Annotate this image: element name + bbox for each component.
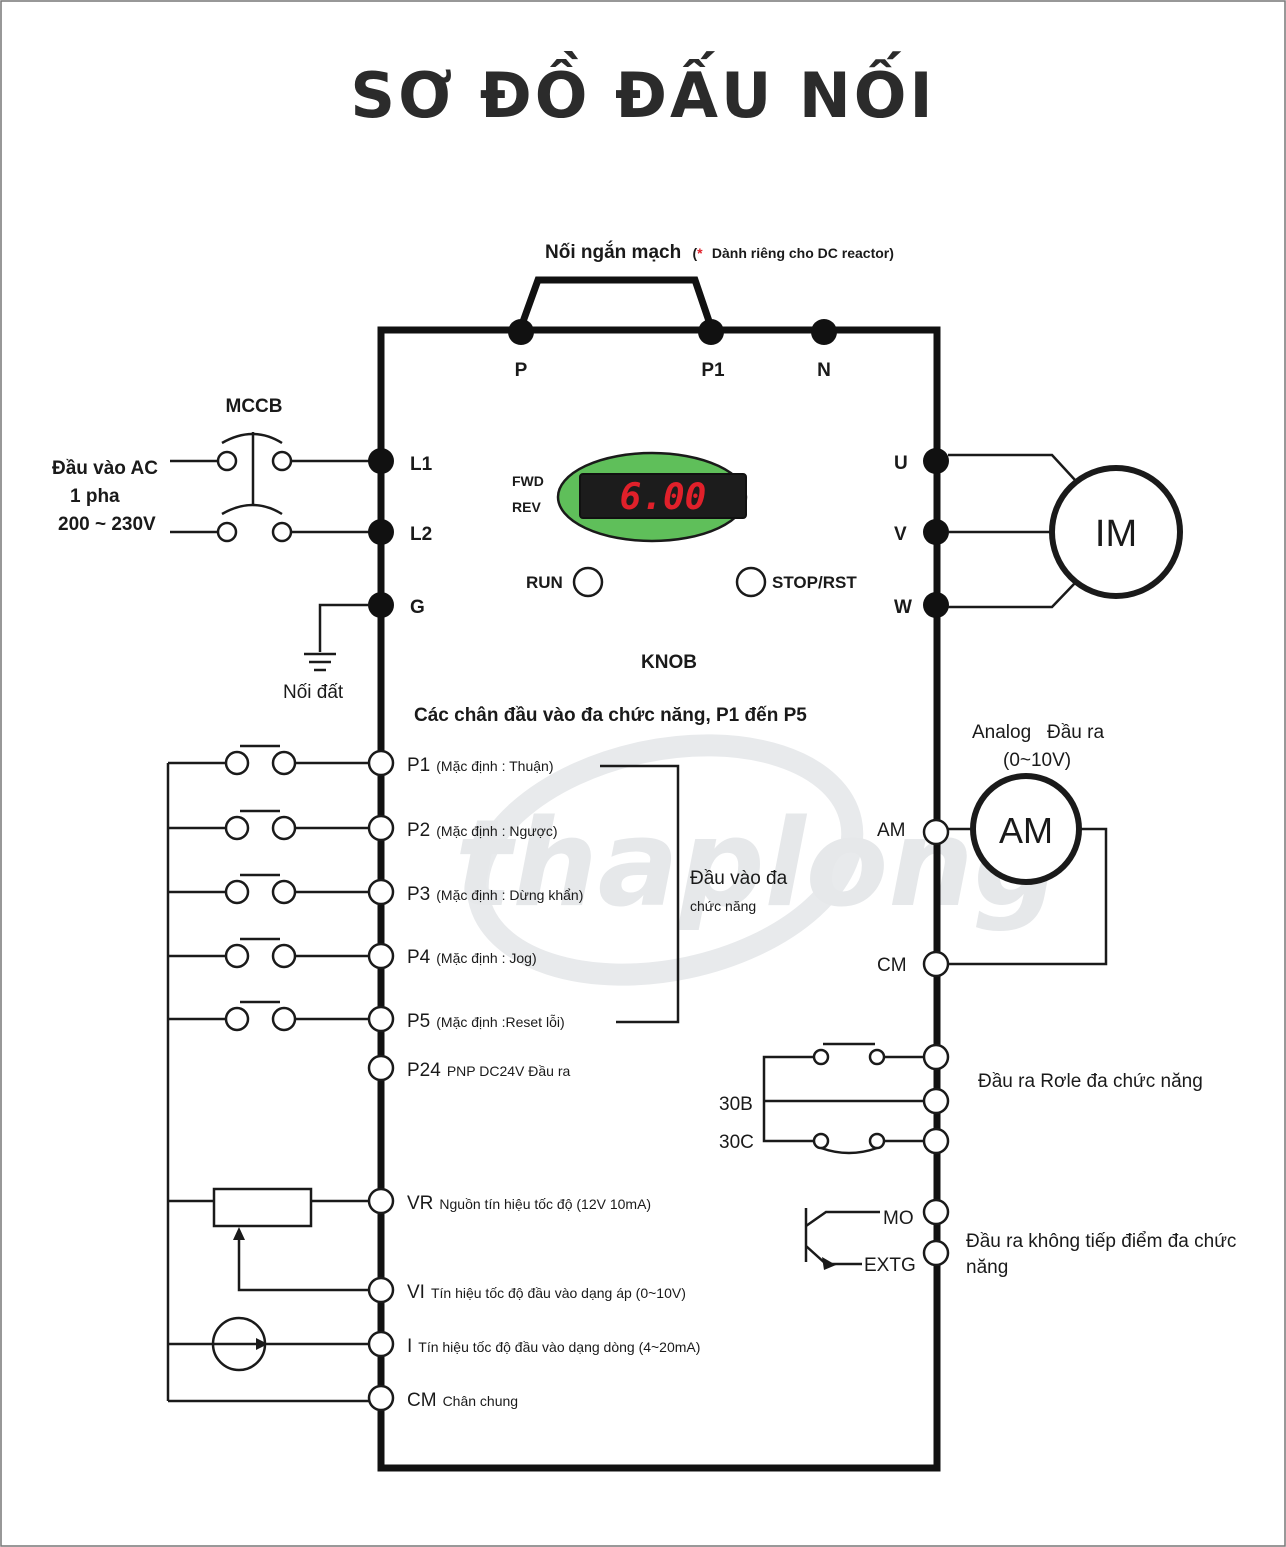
open-collector-label-1: Đầu ra không tiếp điểm đa chức <box>966 1231 1236 1252</box>
stop-label: STOP/RST <box>772 573 857 592</box>
terminal-w <box>923 592 949 618</box>
terminal-u <box>923 448 949 474</box>
brace-label-1: Đầu vào đa <box>690 868 788 889</box>
terminal-n <box>811 319 837 345</box>
input-p1-label: P1(Mặc định : Thuận) <box>407 755 554 776</box>
input-p5-label: P5(Mặc định :Reset lỗi) <box>407 1011 565 1032</box>
display-value: 6.00 <box>620 477 707 518</box>
analog-output-range: (0~10V) <box>1003 750 1071 771</box>
relay-output-label: Đầu ra Rơle đa chức năng <box>978 1071 1203 1092</box>
terminal-extg <box>922 1239 950 1267</box>
knob-label: KNOB <box>641 652 697 673</box>
am-meter: AM <box>948 773 1108 966</box>
label-n: N <box>817 360 831 381</box>
input-p3-label: P3(Mặc định : Dừng khẩn) <box>407 884 583 905</box>
multi-input-title: Các chân đầu vào đa chức năng, P1 đến P5 <box>414 705 807 726</box>
mo-label: MO <box>883 1208 914 1229</box>
input-p4-label: P4(Mặc định : Jog) <box>407 947 537 968</box>
motor-label: IM <box>1095 513 1137 555</box>
stop-reset-button[interactable] <box>735 566 767 598</box>
run-label: RUN <box>526 573 563 592</box>
page-title: SƠ ĐỒ ĐẤU NỐI <box>350 51 935 132</box>
label-p: P <box>515 360 528 381</box>
rev-label: REV <box>512 499 541 515</box>
relay-30b-label: 30B <box>719 1094 753 1115</box>
terminal-l2 <box>368 519 394 545</box>
ground-symbol <box>304 603 370 672</box>
ac-voltage-label: 200 ~ 230V <box>58 514 156 535</box>
ground-label: Nối đất <box>283 682 344 703</box>
cm-right-label: CM <box>877 955 907 976</box>
motor: IM <box>948 453 1183 609</box>
keypad-display: 6.00 FWD REV <box>512 451 748 543</box>
label-l2: L2 <box>410 524 432 545</box>
top-terminals: P P1 N <box>508 319 837 381</box>
terminal-g <box>368 592 394 618</box>
watermark: thaplong <box>455 734 1060 986</box>
short-circuit-label: Nối ngắn mạch (* Dành riêng cho DC react… <box>545 241 894 263</box>
extg-label: EXTG <box>864 1255 916 1276</box>
label-p1-top: P1 <box>701 360 725 381</box>
terminal-v <box>923 519 949 545</box>
label-w: W <box>894 597 912 618</box>
terminal-30b <box>922 1087 950 1115</box>
fwd-label: FWD <box>512 473 544 489</box>
terminal-30c <box>922 1127 950 1155</box>
potentiometer <box>168 1187 370 1292</box>
short-circuit-jumper <box>516 276 716 332</box>
watermark-text: thaplong <box>455 795 1060 934</box>
terminal-30a <box>922 1043 950 1071</box>
label-g: G <box>410 597 425 618</box>
brace-label-2: chức năng <box>690 898 756 914</box>
ac-input-label: Đầu vào AC <box>52 458 158 479</box>
am-terminal-label: AM <box>877 820 906 841</box>
open-collector-transistor <box>804 1208 880 1270</box>
mccb-label: MCCB <box>226 396 283 417</box>
terminal-cm-right <box>922 950 950 978</box>
current-source <box>168 1316 370 1403</box>
run-button[interactable] <box>572 566 604 598</box>
input-brace <box>600 764 680 1024</box>
terminal-p <box>508 319 534 345</box>
label-l1: L1 <box>410 454 433 475</box>
input-p2-label: P2(Mặc định : Ngược) <box>407 820 558 841</box>
open-collector-label-2: năng <box>966 1257 1008 1278</box>
ac-phase-label: 1 pha <box>70 486 120 507</box>
input-switches <box>168 744 370 1032</box>
relay-30c-label: 30C <box>719 1132 754 1153</box>
terminal-am <box>922 818 950 846</box>
analog-output-label: Analog Đầu ra <box>972 722 1104 743</box>
mccb-breaker: MCCB <box>170 396 370 543</box>
relay-output <box>762 1042 924 1155</box>
terminal-mo <box>922 1198 950 1226</box>
terminal-p1-top <box>698 319 724 345</box>
label-u: U <box>894 453 908 474</box>
left-control-terminals <box>367 749 395 1412</box>
label-v: V <box>894 524 907 545</box>
am-meter-label: AM <box>999 810 1053 851</box>
terminal-l1 <box>368 448 394 474</box>
